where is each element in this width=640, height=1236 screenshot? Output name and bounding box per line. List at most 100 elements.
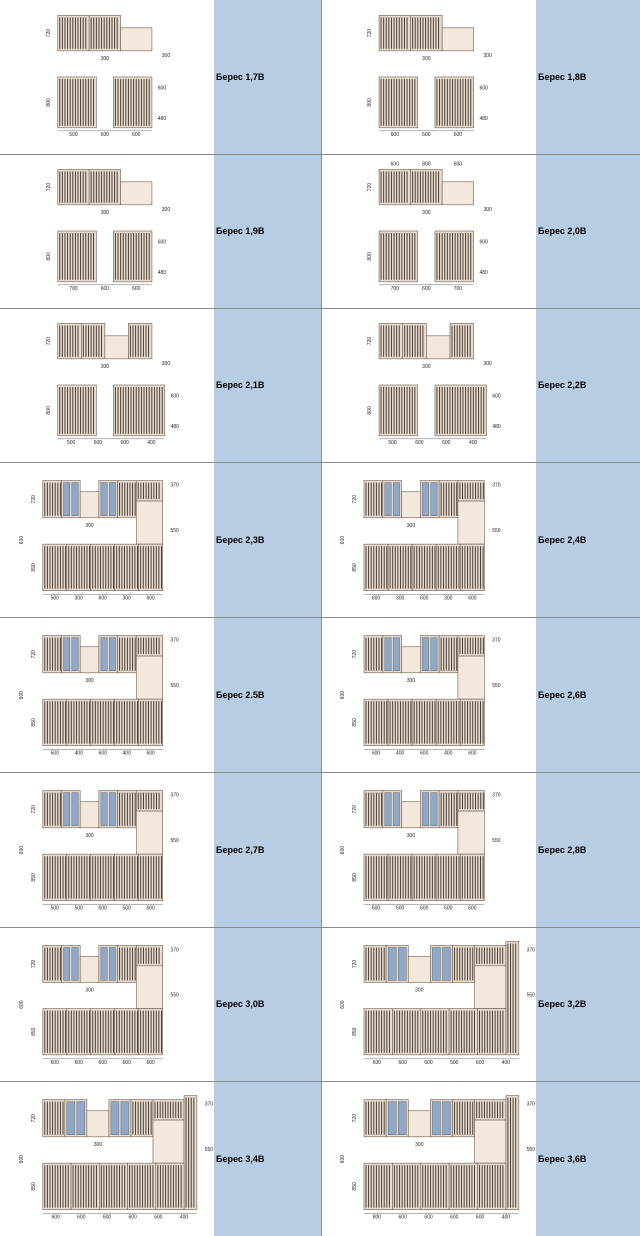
lower-cabinet: [460, 853, 485, 901]
upper-cabinet: [42, 790, 62, 829]
model-name: Берес 2,1В: [216, 380, 265, 390]
height-lower-label: 800: [46, 98, 52, 107]
model-label-cell: Берес 2,8В: [536, 772, 640, 927]
width-label: 300: [123, 596, 132, 602]
lower-cabinet: [392, 1162, 422, 1210]
lower-cabinet: [411, 698, 437, 746]
lower-cabinet: [448, 1162, 478, 1210]
height-upper-label: 720: [31, 650, 37, 659]
width-label: 600: [420, 751, 429, 757]
model-name: Берес 3,6В: [538, 1153, 587, 1164]
depth-upper-label: 300: [85, 523, 94, 529]
upper-glass-cabinet: [98, 945, 118, 983]
lower-cabinet: [411, 853, 437, 901]
model-label-cell: Берес 1,9В: [214, 154, 321, 308]
width-label: 600: [94, 440, 103, 446]
upper-cabinet: [363, 790, 384, 829]
model-label-cell: Берес 2,2В: [536, 308, 640, 462]
depth-side-label: 300: [162, 53, 171, 59]
width-label: 600: [422, 286, 431, 292]
depth-lower-b-label: 480: [479, 116, 488, 122]
width-label: 600: [51, 1060, 60, 1066]
width-label: 400: [502, 1060, 511, 1066]
top-width-label: 600: [454, 161, 463, 167]
width-label: 600: [422, 132, 431, 138]
lower-cabinet: [435, 543, 461, 591]
upper-niche: [401, 646, 421, 674]
lower-cabinet: [66, 1008, 92, 1056]
model-name: Берес 2,7В: [216, 844, 265, 855]
model-label-cell: Берес 3,6В: [536, 1081, 640, 1236]
height-upper-label: 720: [352, 960, 358, 969]
height-lower-label: 850: [31, 1027, 37, 1036]
upper-cabinet: [81, 323, 106, 360]
upper-glass-cabinet: [420, 790, 440, 829]
model-label-cell: Берес 2,6В: [536, 617, 640, 772]
depth-upper-label: 300: [422, 56, 431, 62]
height-upper-label: 720: [31, 960, 37, 969]
depth-side-label: 300: [162, 207, 171, 213]
model-label-cell: Берес 1,8В: [536, 0, 640, 154]
height-lower-label: 850: [352, 1027, 358, 1036]
upper-cabinet: [363, 945, 387, 983]
model-name: Берес 3,2В: [538, 999, 587, 1009]
lower-cabinet-right: [113, 76, 153, 129]
model-name: Берес 2,0В: [538, 226, 587, 236]
column-divider: [321, 0, 322, 1236]
lower-cabinet: [42, 698, 68, 746]
depth-top-label: 370: [492, 793, 501, 799]
column-niche: [457, 810, 485, 855]
depth-left-label: 600: [19, 846, 25, 855]
lower-cabinet: [363, 543, 389, 591]
width-label: 700: [69, 286, 78, 292]
height-lower-label: 800: [46, 406, 52, 415]
width-label: 300: [75, 596, 84, 602]
row-divider: [0, 617, 640, 618]
row-divider: [0, 1081, 640, 1082]
depth-left-label: 600: [19, 1000, 25, 1009]
width-label: 500: [450, 1060, 459, 1066]
upper-cabinet: [42, 635, 62, 674]
depth-upper-label: 300: [415, 1142, 424, 1148]
width-label: 600: [129, 1215, 138, 1221]
upper-cabinet: [410, 15, 443, 52]
height-lower-label: 800: [367, 406, 373, 415]
column-top-cabinet: [135, 480, 163, 502]
upper-glass-cabinet: [385, 1099, 409, 1138]
upper-cabinet: [363, 635, 384, 674]
model-label-cell: Берес 2.5В: [214, 617, 321, 772]
model-label-cell: Берес 3,2В: [536, 927, 640, 1081]
depth-right-label: 550: [170, 992, 179, 998]
depth-right-label: 550: [205, 1147, 214, 1153]
depth-upper-label: 300: [101, 56, 110, 62]
depth-lower-b-label: 480: [158, 270, 167, 276]
height-upper-label: 720: [352, 805, 358, 814]
depth-upper-label: 300: [407, 833, 416, 839]
depth-upper-label: 300: [407, 678, 416, 684]
width-label: 500: [396, 906, 405, 912]
width-label: 600: [99, 1060, 108, 1066]
lower-cabinet: [114, 698, 139, 746]
upper-niche: [441, 181, 474, 206]
width-label: 600: [99, 906, 108, 912]
width-label: 600: [476, 1060, 485, 1066]
model-label-cell: Берес 3,4В: [214, 1081, 321, 1236]
column-top-cabinet: [152, 1099, 185, 1121]
height-upper-label: 720: [352, 495, 358, 504]
column-top-cabinet: [457, 790, 485, 812]
lower-cabinet: [42, 543, 68, 591]
depth-top-label: 370: [170, 947, 179, 953]
upper-cabinet: [378, 15, 411, 52]
lower-cabinet: [42, 853, 68, 901]
width-label: 600: [146, 751, 155, 757]
depth-upper-label: 300: [85, 678, 94, 684]
